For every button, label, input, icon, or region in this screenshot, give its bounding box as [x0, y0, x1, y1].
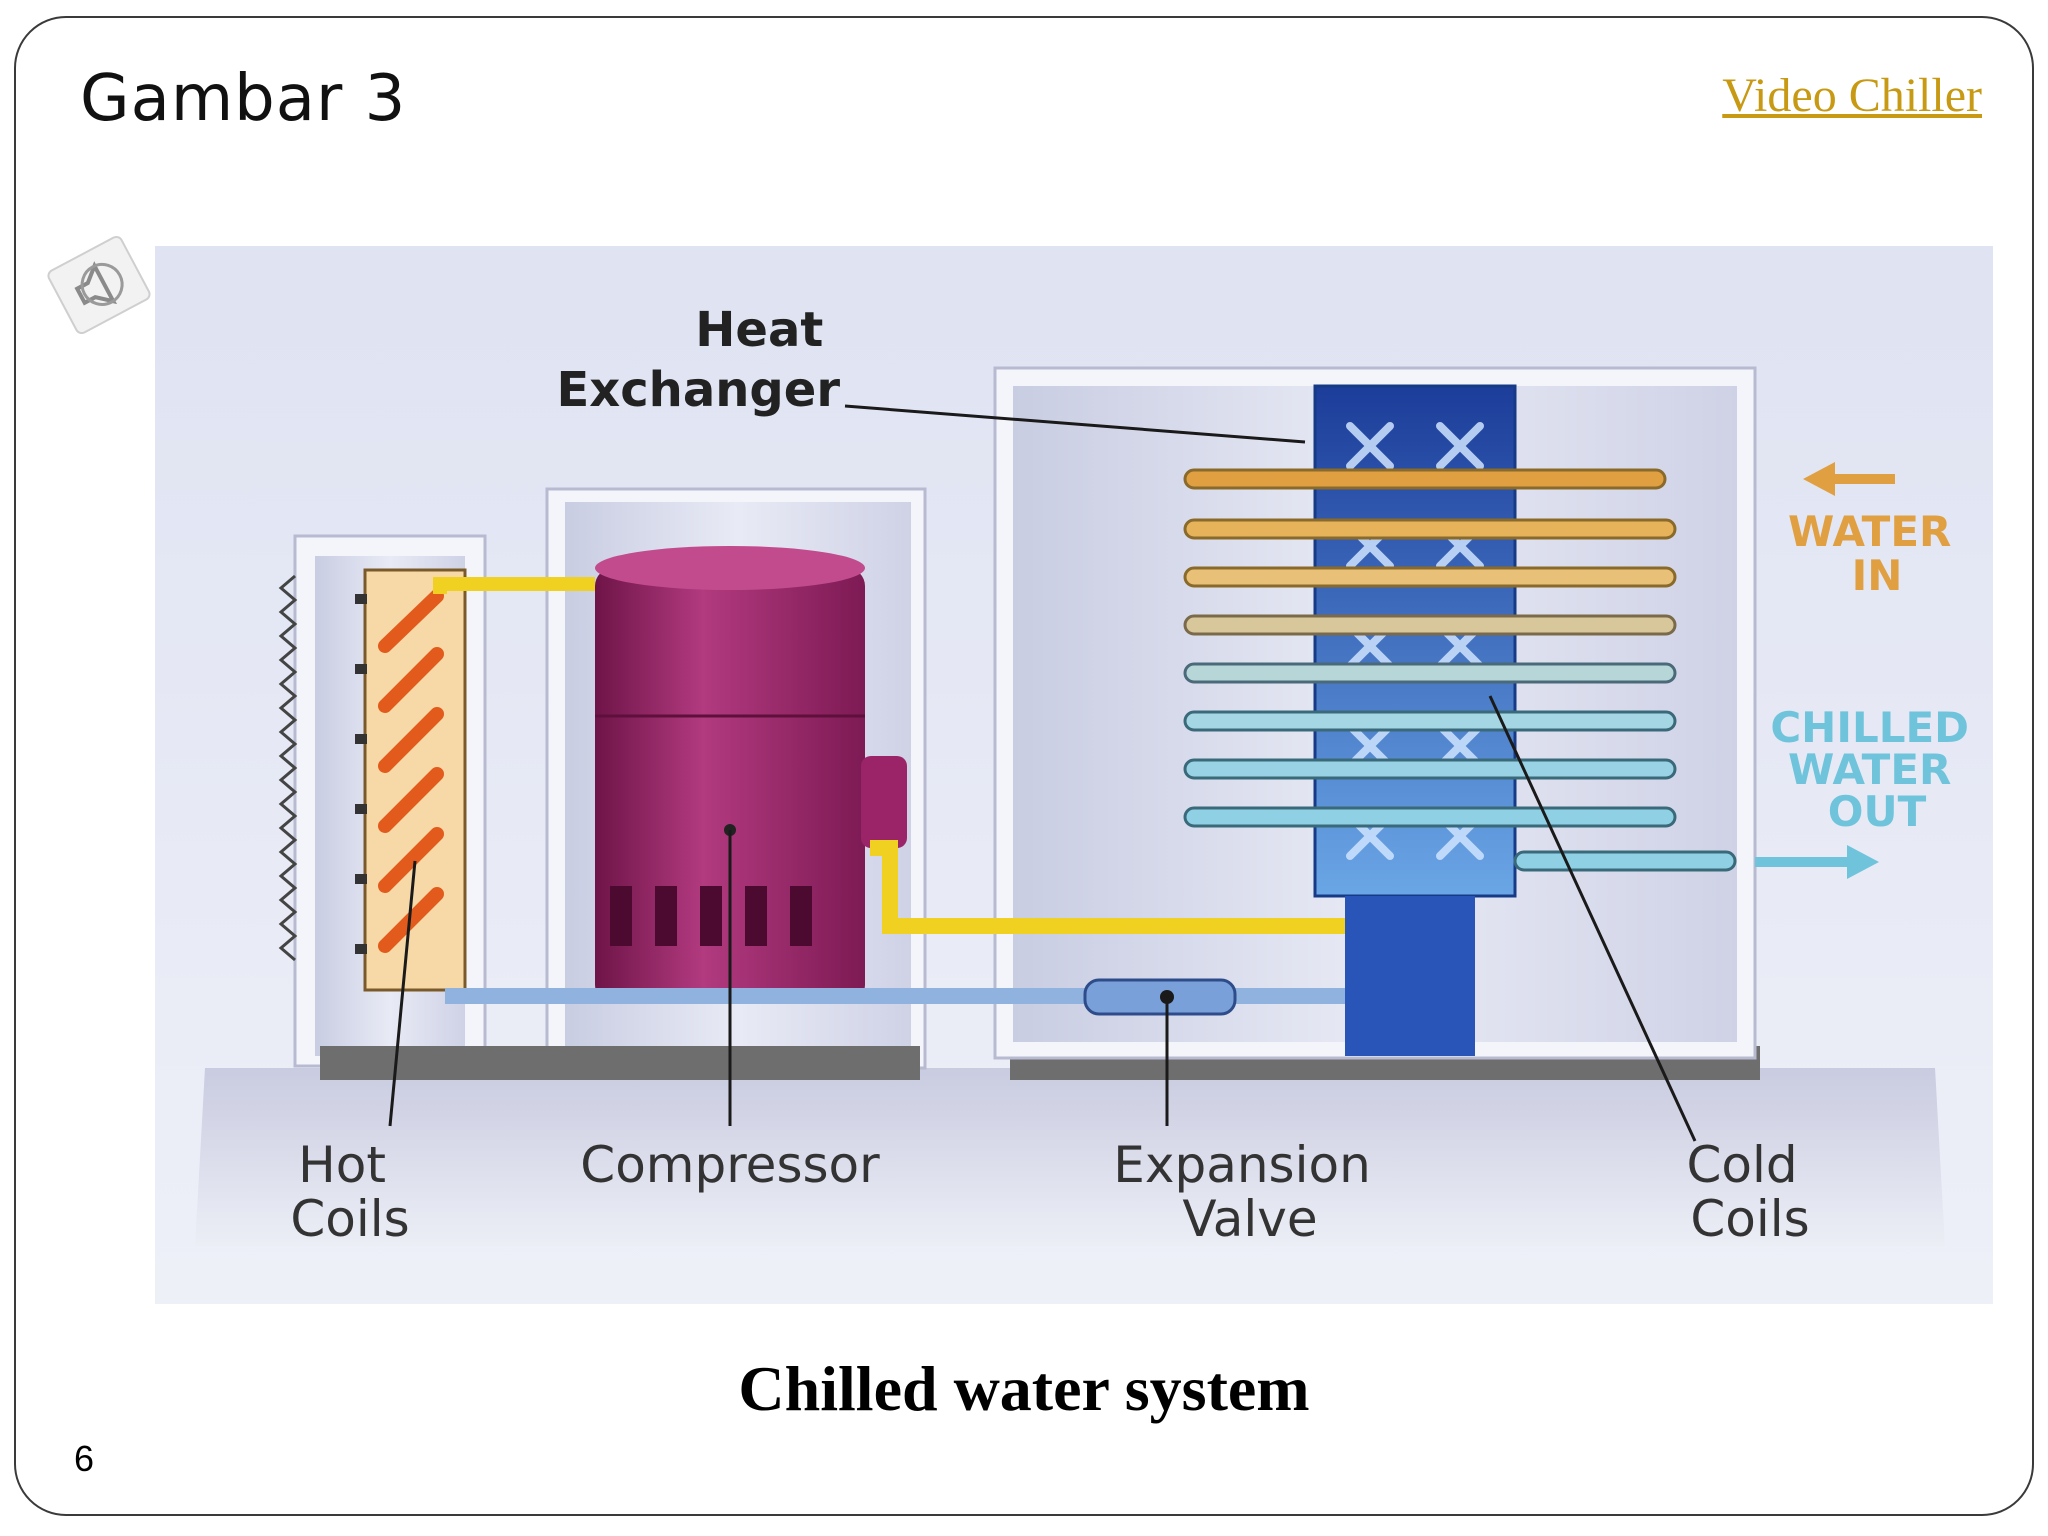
label-compressor: Compressor	[580, 1136, 880, 1194]
hot-refrigerant-line	[433, 577, 595, 594]
hot-coils	[363, 568, 467, 992]
slide-title: Gambar 3	[80, 62, 407, 136]
slide: Gambar 3 Video Chiller	[14, 16, 2034, 1516]
label-hot-coils: Hot Coils	[290, 1136, 409, 1248]
video-chiller-link[interactable]: Video Chiller	[1722, 69, 1982, 122]
expansion-valve	[1083, 978, 1237, 1016]
floor	[195, 1068, 1945, 1246]
speaker-sound-icon[interactable]	[40, 226, 158, 344]
label-expansion-valve: Expansion Valve	[1113, 1136, 1386, 1248]
cold-coils	[1183, 468, 1737, 872]
left-base	[320, 1046, 920, 1080]
arrow-left-icon	[1803, 462, 1895, 496]
label-heat-exchanger: Heat Exchanger	[556, 302, 840, 418]
label-chilled-water-out: CHILLED WATER OUT	[1770, 703, 1983, 836]
hot-coil-tubes	[378, 589, 444, 953]
compressor	[595, 546, 907, 1003]
arrow-right-icon	[1755, 845, 1879, 879]
chiller-diagram: Heat Exchanger WATER IN CHILLED WATER OU…	[155, 246, 1993, 1304]
label-water-in: WATER IN	[1788, 507, 1966, 600]
condenser-fins	[278, 574, 298, 962]
label-cold-coils: Cold Coils	[1686, 1136, 1813, 1248]
page-number: 6	[74, 1438, 95, 1479]
diagram-caption: Chilled water system	[738, 1353, 1310, 1424]
